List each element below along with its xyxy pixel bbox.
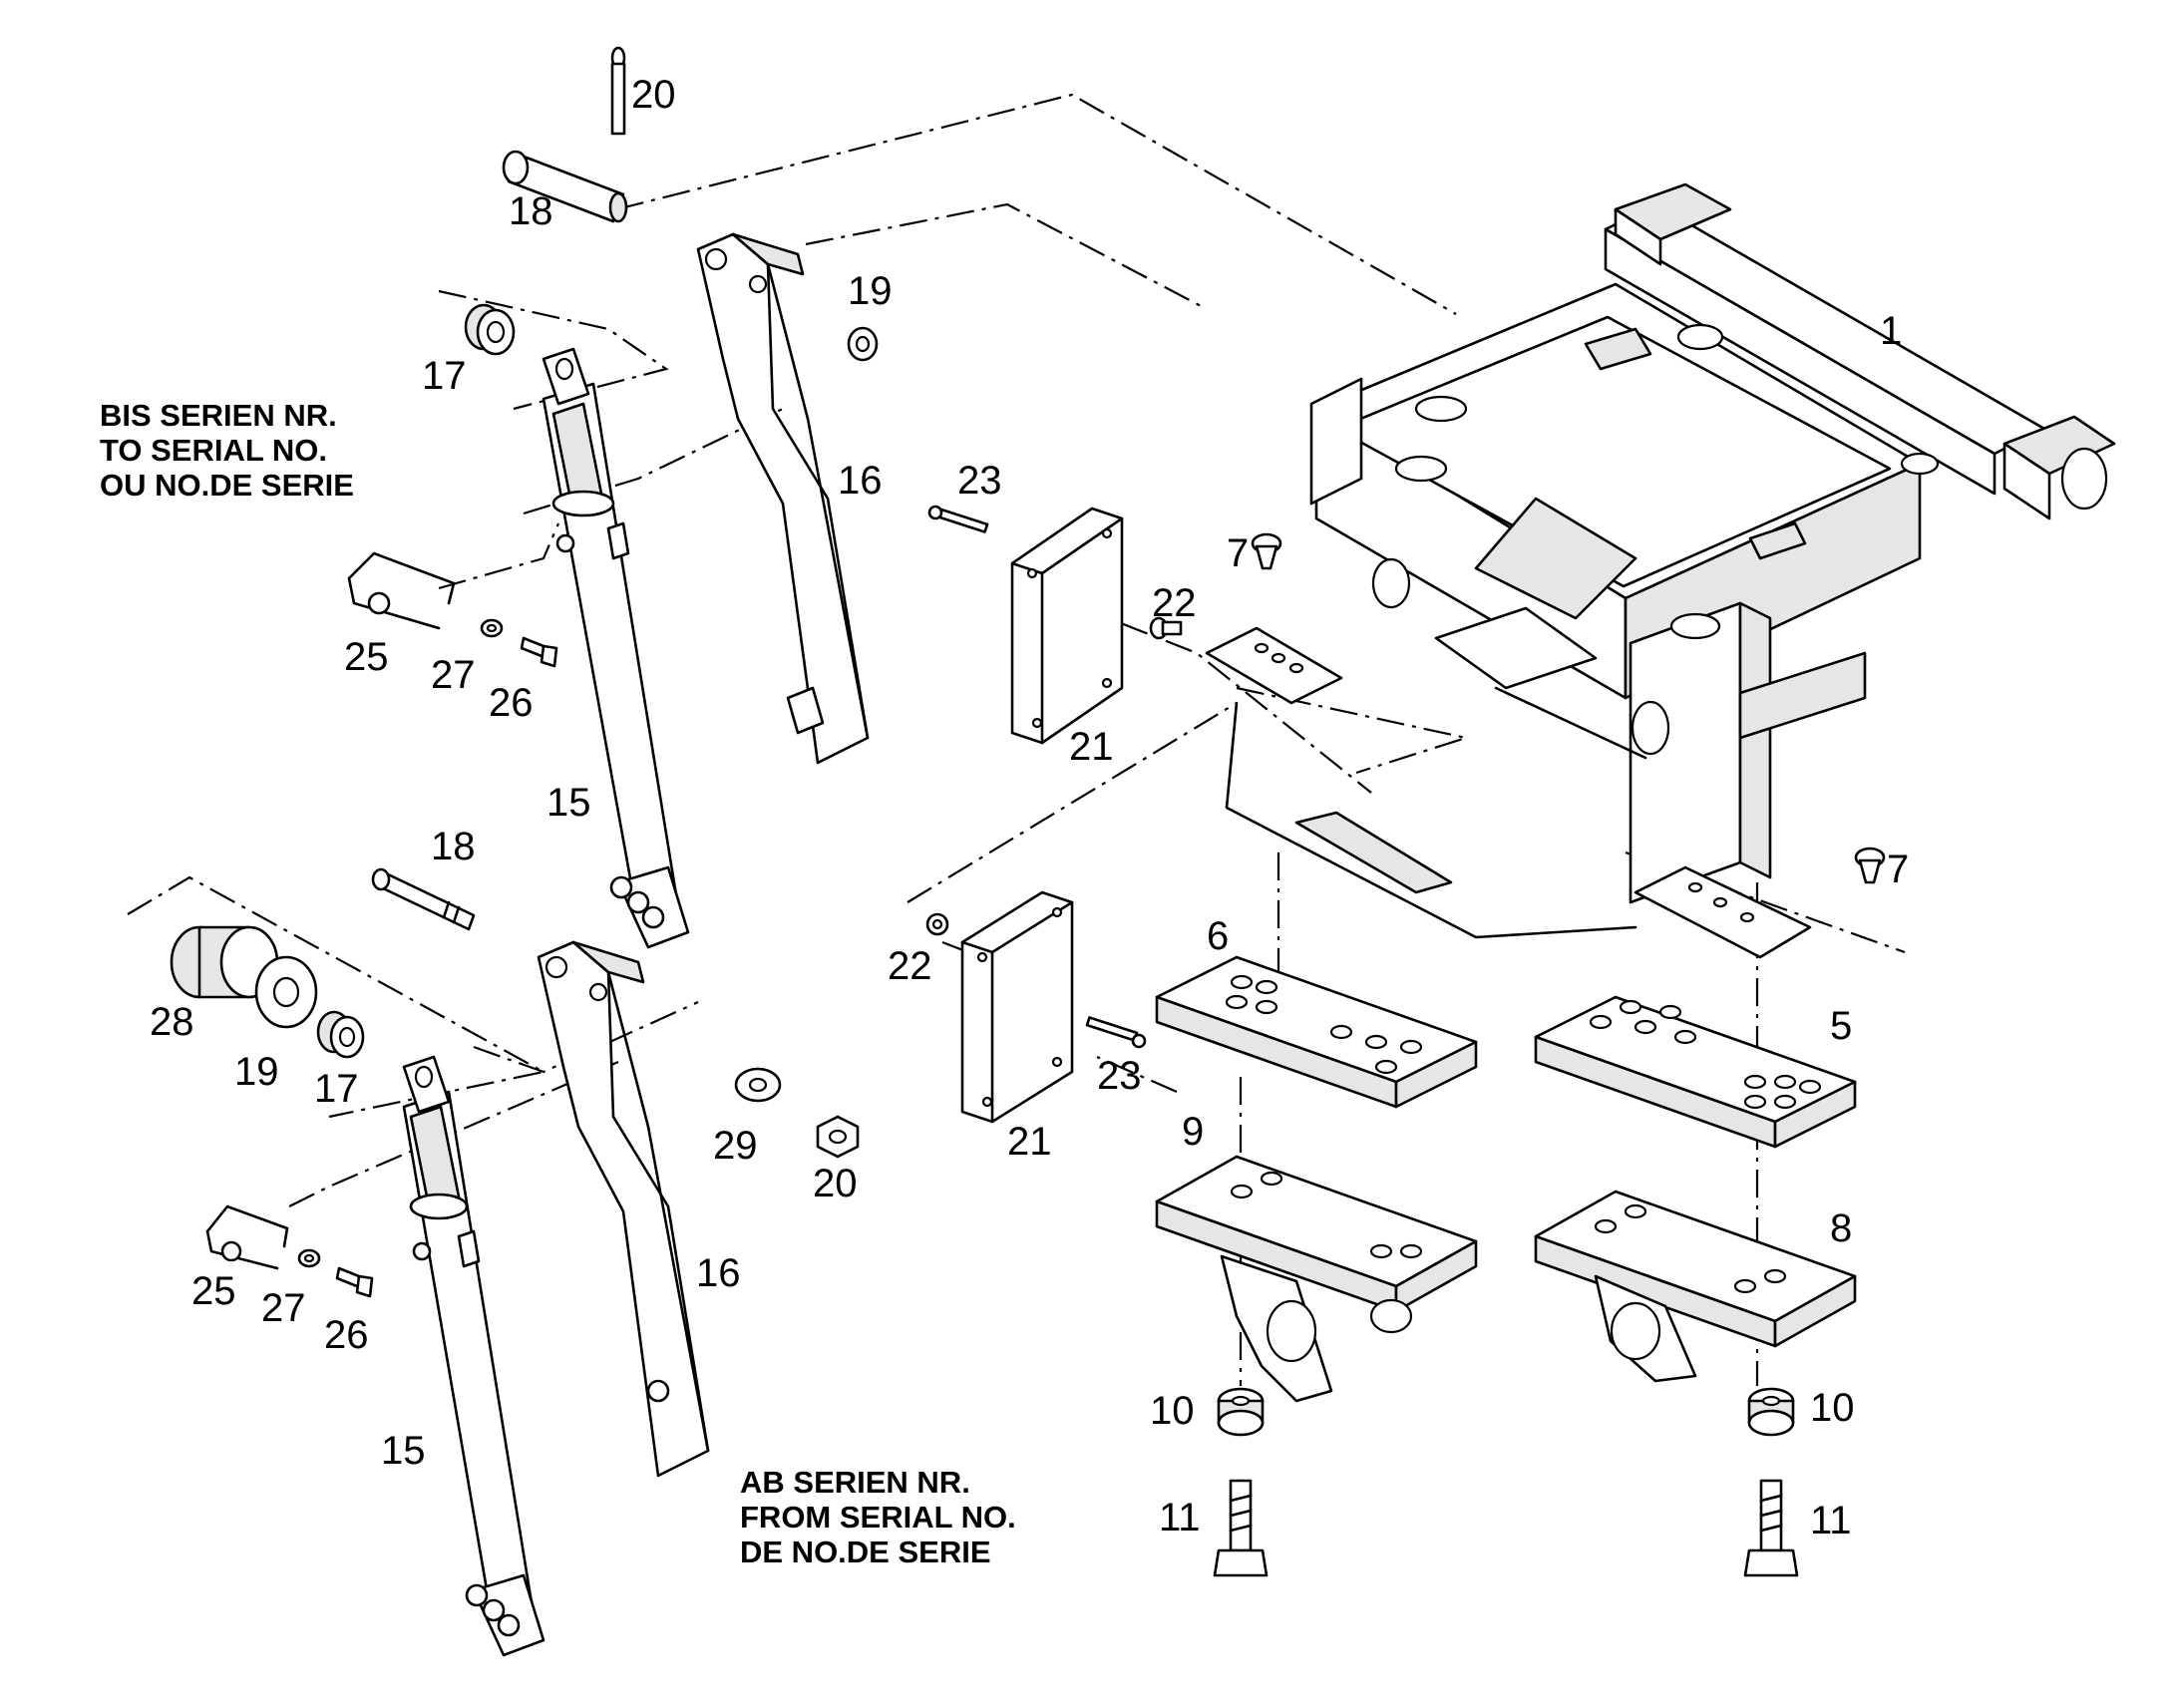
plug-7-right xyxy=(1854,847,1886,884)
callout-17-upper: 17 xyxy=(422,354,467,398)
washer-29 xyxy=(734,1067,782,1103)
bolt-11-right xyxy=(1743,1479,1799,1577)
callout-25-upper: 25 xyxy=(344,635,389,679)
callout-18-upper: 18 xyxy=(509,189,553,233)
washer-10-right xyxy=(1747,1387,1795,1437)
bolt-23-upper xyxy=(927,505,989,533)
callout-26-lower: 26 xyxy=(324,1313,369,1357)
washer-27-lower xyxy=(297,1248,321,1268)
plate-6 xyxy=(1155,955,1478,1109)
bushing-17-lower xyxy=(316,1010,365,1059)
arm-16-upper xyxy=(696,232,870,765)
washer-19-upper xyxy=(847,326,879,362)
screw-22-upper xyxy=(1149,616,1183,640)
nut-20 xyxy=(816,1115,860,1159)
screw-26-lower xyxy=(335,1266,374,1298)
callout-6: 6 xyxy=(1207,914,1229,958)
washer-19-lower xyxy=(254,955,318,1029)
callout-21-lower: 21 xyxy=(1007,1120,1052,1164)
callout-22-upper: 22 xyxy=(1152,581,1197,625)
note-before-line-1: BIS SERIEN NR. xyxy=(100,398,337,433)
callout-23-lower: 23 xyxy=(1097,1054,1142,1098)
callout-22-lower: 22 xyxy=(888,944,932,988)
bushing-17-upper xyxy=(464,303,516,356)
bracket-9 xyxy=(1155,1155,1478,1403)
callout-labels: 1 5 6 7 7 8 9 10 10 11 11 15 15 16 16 17… xyxy=(150,73,1909,1542)
plate-5 xyxy=(1534,995,1857,1149)
callout-20-lower: 20 xyxy=(813,1162,858,1205)
callout-25-lower: 25 xyxy=(191,1269,236,1313)
clamp-25-lower xyxy=(205,1204,289,1270)
callout-10-left: 10 xyxy=(1150,1389,1195,1433)
pin-18-lower xyxy=(371,867,476,931)
main-frame xyxy=(1205,182,2116,959)
callout-19-lower: 19 xyxy=(234,1050,279,1094)
plate-21-lower xyxy=(960,890,1074,1124)
pin-18-upper xyxy=(502,150,628,223)
callout-16-lower: 16 xyxy=(696,1251,741,1295)
callout-20-upper: 20 xyxy=(631,73,676,117)
callout-28: 28 xyxy=(150,1000,194,1044)
callout-15-upper: 15 xyxy=(546,781,591,825)
arm-16-lower xyxy=(537,940,710,1478)
callout-11-right: 11 xyxy=(1810,1499,1852,1542)
callout-5: 5 xyxy=(1830,1004,1852,1048)
plug-7-upper xyxy=(1251,532,1282,570)
cotter-pin-20-upper xyxy=(610,46,626,136)
plate-21-upper xyxy=(1010,507,1124,745)
callout-7-upper: 7 xyxy=(1227,531,1249,575)
bolt-23-lower xyxy=(1085,1016,1147,1049)
callout-15-lower: 15 xyxy=(381,1429,426,1473)
callout-27-lower: 27 xyxy=(261,1286,306,1330)
note-before-line-2: TO SERIAL NO. xyxy=(100,433,327,468)
note-from-line-3: DE NO.DE SERIE xyxy=(740,1535,991,1569)
washer-27-upper xyxy=(480,618,504,638)
callout-27-upper: 27 xyxy=(431,653,476,697)
bracket-8 xyxy=(1534,1190,1857,1383)
callout-1: 1 xyxy=(1880,309,1902,353)
callout-23-upper: 23 xyxy=(957,459,1002,503)
note-from-serial: AB SERIEN NR. FROM SERIAL NO. DE NO.DE S… xyxy=(740,1465,1016,1569)
callout-11-left: 11 xyxy=(1159,1496,1201,1539)
callout-18-lower: 18 xyxy=(431,825,476,868)
screw-22-lower xyxy=(925,912,949,936)
cylinder-15-lower xyxy=(402,1055,545,1657)
callout-26-upper: 26 xyxy=(489,681,534,725)
note-from-line-1: AB SERIEN NR. xyxy=(740,1465,970,1500)
sleeve-28 xyxy=(170,925,279,999)
note-from-line-2: FROM SERIAL NO. xyxy=(740,1500,1016,1535)
screw-26-upper xyxy=(520,636,558,668)
callout-21-upper: 21 xyxy=(1069,725,1114,769)
cylinder-15-upper xyxy=(542,347,690,949)
callout-16-upper: 16 xyxy=(838,459,883,503)
callout-29: 29 xyxy=(713,1124,758,1168)
washer-10-left xyxy=(1217,1387,1265,1437)
callout-17-lower: 17 xyxy=(314,1067,359,1111)
callout-8: 8 xyxy=(1830,1206,1852,1250)
clamp-25-upper xyxy=(347,551,456,630)
callout-19-upper: 19 xyxy=(848,269,893,313)
note-before-line-3: OU NO.DE SERIE xyxy=(100,468,354,503)
bolt-11-left xyxy=(1213,1479,1269,1577)
callout-7-right: 7 xyxy=(1887,848,1909,891)
callout-9: 9 xyxy=(1182,1110,1204,1154)
note-before-serial: BIS SERIEN NR. TO SERIAL NO. OU NO.DE SE… xyxy=(100,398,354,503)
callout-10-right: 10 xyxy=(1810,1386,1855,1430)
